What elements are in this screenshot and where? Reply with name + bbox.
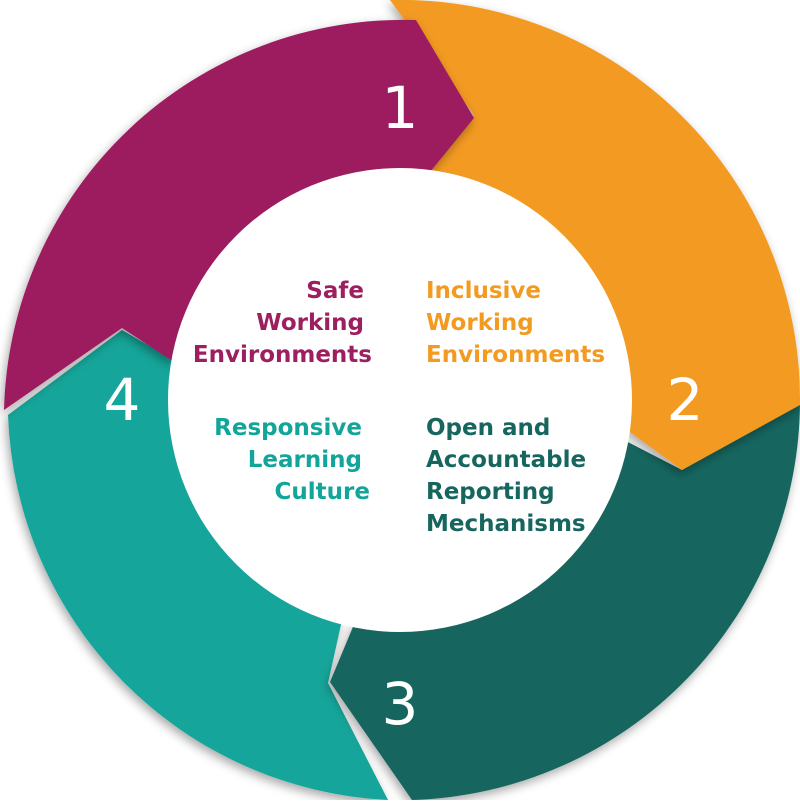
- segment-2-arrow: [390, 0, 800, 470]
- segment-2-label-line: Working: [426, 310, 534, 336]
- segment-1-number: 1: [382, 74, 419, 142]
- segment-3-label-line: Mechanisms: [426, 511, 586, 537]
- segment-2-label-line: Environments: [426, 342, 605, 368]
- segment-3-label: Open and Accountable Reporting Mechanism…: [426, 415, 594, 537]
- segment-1-label-line: Environments: [193, 342, 372, 368]
- segment-4-number: 4: [104, 366, 141, 434]
- segment-4-label-line: Culture: [275, 479, 370, 505]
- segment-3-label-line: Accountable: [426, 447, 586, 473]
- segment-3-label-line: Open and: [426, 415, 550, 441]
- segment-2-label: Inclusive Working Environments: [426, 278, 605, 368]
- segment-1-arrow: [4, 19, 474, 411]
- segment-1-label: Safe Working Environments: [193, 278, 372, 368]
- center-disc: [168, 168, 632, 632]
- segment-3-label-line: Reporting: [426, 479, 555, 505]
- segment-2-label-line: Inclusive: [426, 278, 541, 304]
- segment-2-number: 2: [667, 366, 704, 434]
- segment-4-arrow: [8, 330, 388, 800]
- segment-1-label-line: Working: [256, 310, 364, 336]
- segment-4-label-line: Responsive: [214, 415, 362, 441]
- segment-4-label: Responsive Learning Culture: [214, 415, 370, 505]
- segment-4-label-line: Learning: [248, 447, 362, 473]
- segment-1-label-line: Safe: [306, 278, 364, 304]
- segment-3-arrow: [330, 400, 800, 800]
- segment-3-number: 3: [382, 670, 419, 738]
